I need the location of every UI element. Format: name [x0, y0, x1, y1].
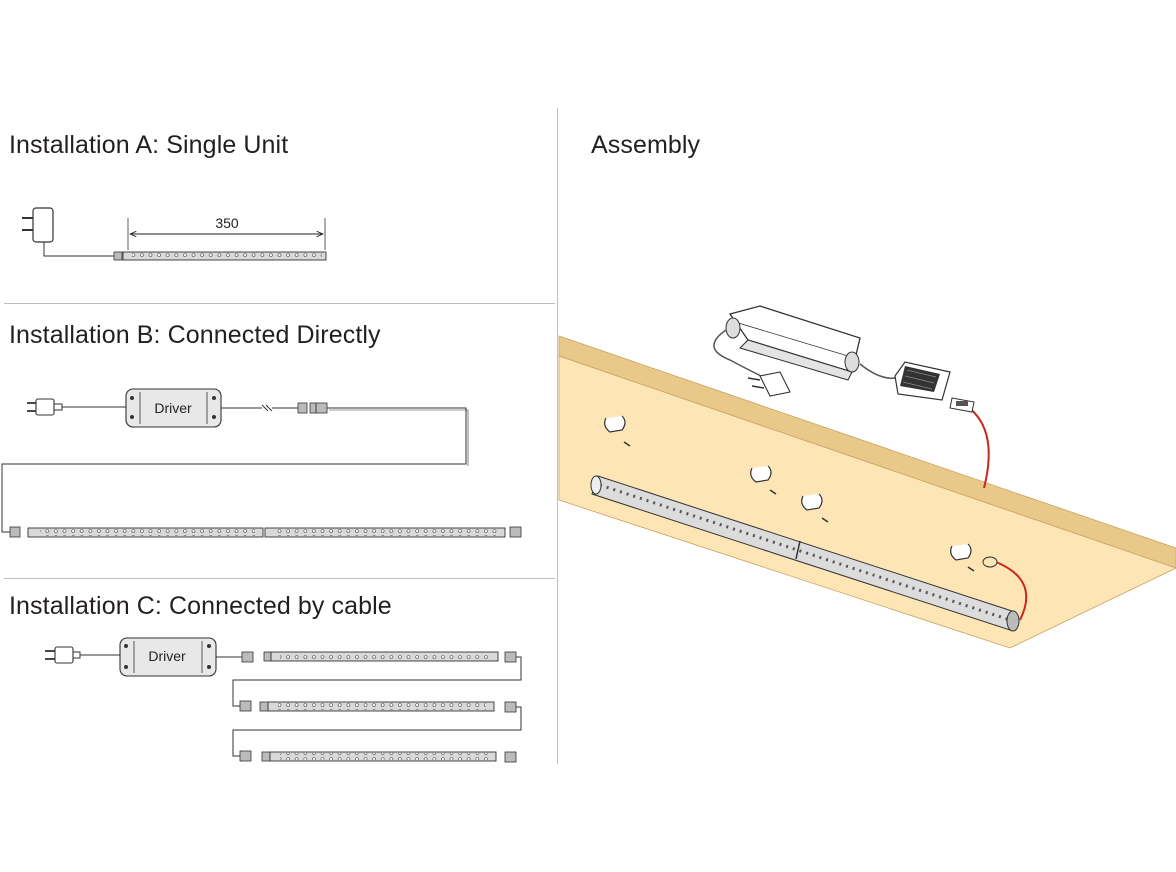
installation-c-diagram: Driver — [45, 637, 522, 763]
assembly-diagram — [558, 305, 1176, 649]
mounting-clip-icon — [604, 415, 631, 447]
connector-icon — [9, 526, 21, 538]
divider-a-b — [4, 303, 555, 304]
cabinet-panel — [558, 335, 1176, 649]
led-strip — [122, 251, 327, 261]
junction-box — [894, 361, 951, 401]
connector-icon — [113, 251, 123, 261]
mounting-clip-icon — [950, 543, 975, 572]
assembly-title: Assembly — [591, 131, 701, 159]
dimension-label: 350 — [215, 215, 239, 231]
driver-label: Driver — [154, 400, 192, 416]
led-strip — [264, 527, 506, 538]
plug-adapter-icon — [22, 207, 115, 257]
end-cap-icon — [504, 751, 517, 763]
connector-icon — [241, 651, 254, 663]
dimension-line — [127, 218, 326, 250]
led-strip — [27, 527, 264, 538]
led-strip — [267, 701, 495, 712]
installation-c-title: Installation C: Connected by cable — [9, 592, 392, 620]
driver-unit — [725, 305, 861, 381]
installation-a-title: Installation A: Single Unit — [9, 131, 289, 159]
power-plug-icon — [747, 371, 791, 397]
vertical-divider — [557, 108, 558, 764]
divider-b-c — [4, 578, 555, 579]
led-tube — [590, 475, 1020, 632]
installation-b-title: Installation B: Connected Directly — [9, 321, 381, 349]
mounting-clip-icon — [750, 465, 777, 495]
mounting-clip-icon — [801, 493, 829, 523]
installation-a-diagram: 350 — [22, 207, 327, 261]
installation-b-diagram: Driver — [1, 388, 522, 538]
connector-icon — [949, 397, 975, 413]
led-strip — [269, 751, 497, 762]
led-strip — [270, 651, 499, 662]
sensor-icon — [982, 556, 998, 568]
end-cap-icon — [509, 526, 522, 538]
connector-pair-icon — [297, 402, 328, 414]
power-plug-icon — [27, 398, 63, 416]
driver-label: Driver — [148, 648, 186, 664]
power-plug-icon — [45, 646, 81, 664]
